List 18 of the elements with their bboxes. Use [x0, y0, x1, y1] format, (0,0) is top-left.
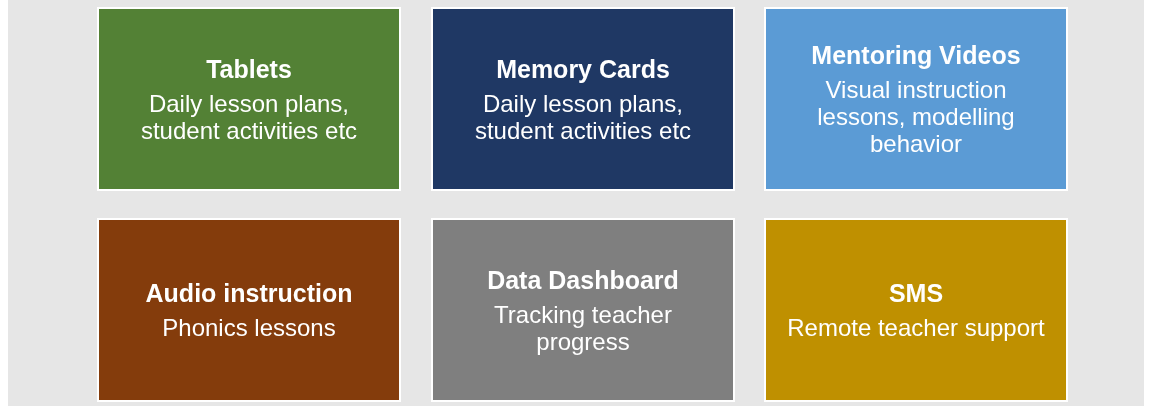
feature-card: [97, 7, 401, 191]
card-heading: Memory Cards: [496, 54, 670, 84]
card-description: Daily lesson plans, student activities etc: [473, 89, 693, 144]
card-heading: Tablets: [206, 54, 292, 84]
feature-card: [764, 218, 1068, 402]
card-heading: Audio instruction: [145, 279, 353, 308]
card-heading: Data Dashboard: [487, 265, 679, 295]
card-description: Daily lesson plans, student activities etc: [139, 89, 359, 144]
feature-card: [764, 7, 1068, 191]
card-description: Remote teacher support: [786, 314, 1046, 341]
card-description: Phonics lessons: [161, 314, 337, 341]
card-heading: Mentoring Videos: [811, 41, 1021, 70]
card-heading: SMS: [888, 279, 944, 308]
feature-card: [431, 218, 735, 402]
feature-card: [431, 7, 735, 191]
card-description: Visual instruction lessons, modelling behavior: [816, 76, 1016, 157]
card-description: Tracking teacher progress: [493, 300, 673, 355]
feature-card: [97, 218, 401, 402]
